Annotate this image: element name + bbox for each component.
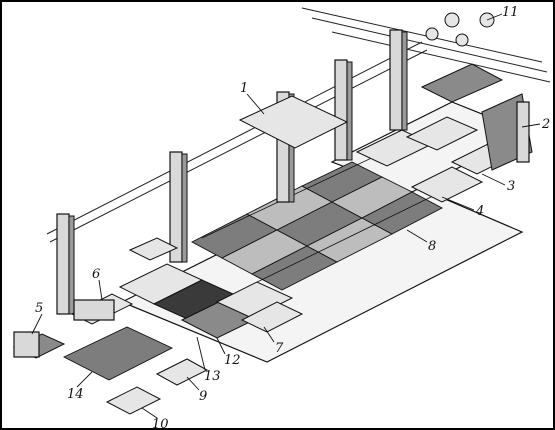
label-6: 6 <box>92 267 100 282</box>
front-equipment <box>12 237 179 359</box>
label-13: 13 <box>204 369 221 384</box>
label-8: 8 <box>428 239 436 254</box>
label-2: 2 <box>541 117 550 132</box>
label-1: 1 <box>240 81 248 96</box>
label-5: 5 <box>35 301 43 316</box>
number-labels: 1 2 3 4 5 6 7 8 9 10 11 12 13 14 <box>35 5 550 430</box>
label-9: 9 <box>199 389 207 404</box>
mould-panels <box>118 263 304 339</box>
rear-stations <box>355 63 533 203</box>
ground-items <box>62 326 209 415</box>
label-14: 14 <box>67 387 84 402</box>
overhead-wires <box>46 7 551 243</box>
leader-lines <box>31 13 541 419</box>
crane-platform <box>238 95 349 149</box>
label-3: 3 <box>507 179 515 194</box>
label-7: 7 <box>275 341 284 356</box>
label-11: 11 <box>502 5 519 20</box>
label-4: 4 <box>475 204 484 219</box>
forming-cells <box>191 119 473 291</box>
label-10: 10 <box>152 417 169 430</box>
label-12: 12 <box>224 353 241 368</box>
rollers <box>425 12 495 47</box>
